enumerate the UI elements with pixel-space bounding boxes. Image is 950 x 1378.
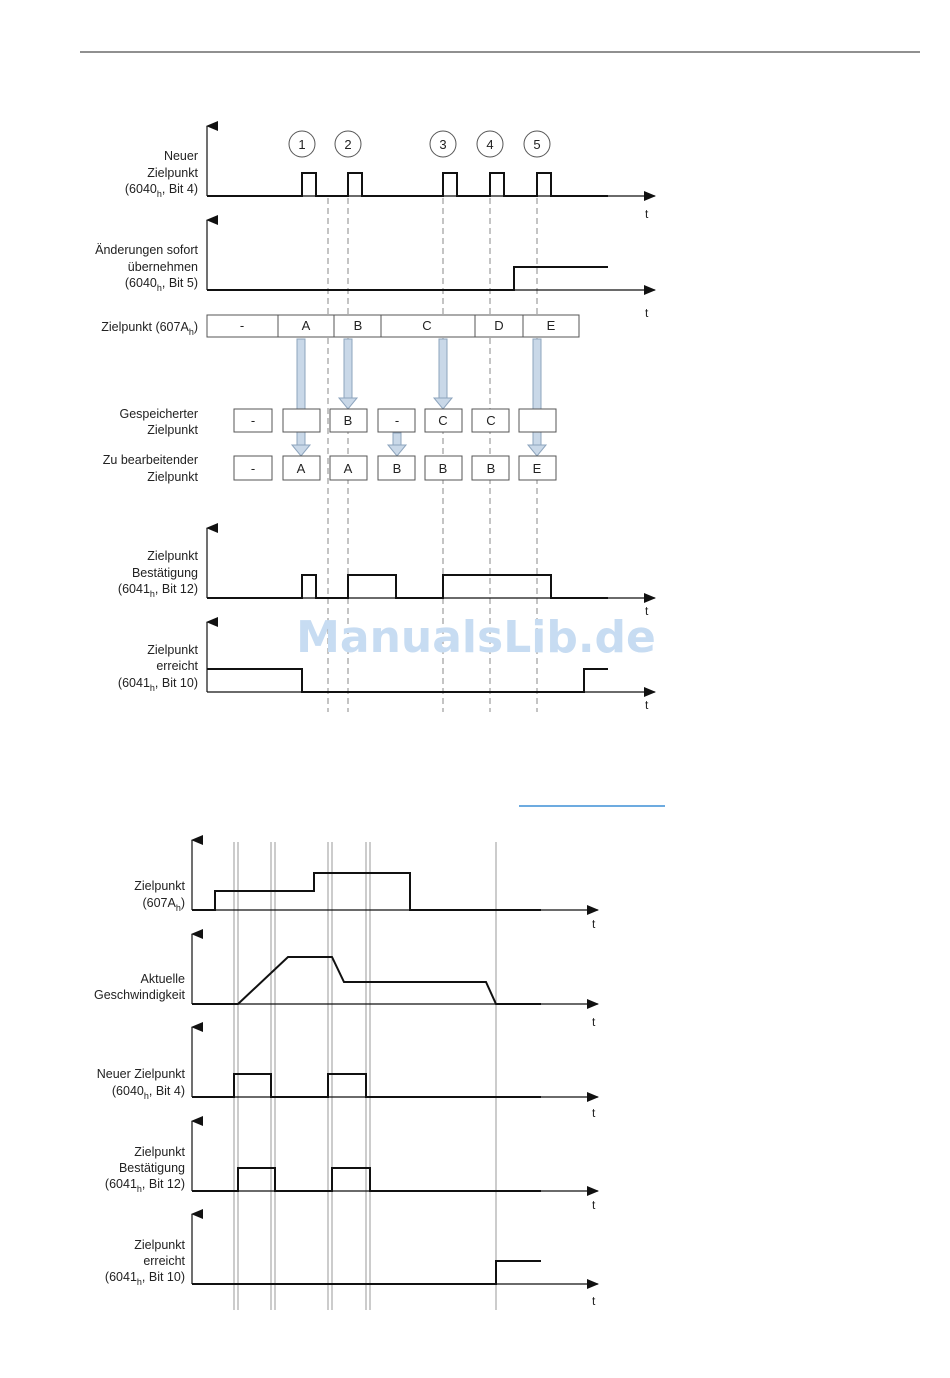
svg-text:t: t [645,604,649,618]
svg-text:Aktuelle: Aktuelle [141,972,186,986]
signal-zielpunkt-erreicht: Zielpunkt erreicht (6041h, Bit 10) t [118,617,656,712]
signal-neuer-zielpunkt-2: Neuer Zielpunkt (6040h, Bit 4) t [97,1022,599,1120]
bearbeiten-cell: B [487,461,496,476]
svg-text:(6041h, Bit 12): (6041h, Bit 12) [105,1177,185,1194]
svg-text:2: 2 [344,137,351,152]
event-marker-1: 1 [288,130,316,158]
event-markers: 1 2 3 4 5 [288,130,551,158]
signal-neuer-zielpunkt: Neuer Zielpunkt (6040h, Bit 4) t [125,121,656,221]
gespeicherter-zielpunkt: Gespeicherter Zielpunkt - B - C C [119,407,557,437]
event-marker-4: 4 [476,130,504,158]
svg-text:(6040h, Bit 4): (6040h, Bit 4) [112,1084,185,1101]
zielpunkt-cell: A [302,318,311,333]
svg-text:1: 1 [298,137,305,152]
bearbeiten-cell: A [297,461,306,476]
gespeichert-cell: C [438,413,447,428]
svg-text:Gespeicherter: Gespeicherter [119,407,198,421]
svg-text:Bestätigung: Bestätigung [132,566,198,580]
guide-lines-1 [327,198,538,712]
svg-text:t: t [592,917,596,931]
guide-lines-2 [233,842,497,1310]
transfer-arrow-e [526,338,548,457]
svg-text:Zu bearbeitender: Zu bearbeitender [103,453,198,467]
svg-text:(6041h, Bit 10): (6041h, Bit 10) [105,1270,185,1287]
gespeichert-cell: - [251,413,255,428]
zielpunkt-cell: D [494,318,503,333]
signal-aenderungen-sofort: Änderungen sofort übernehmen (6040h, Bit… [95,215,656,320]
svg-text:Zielpunkt: Zielpunkt [147,166,198,180]
svg-text:(6041h, Bit 12): (6041h, Bit 12) [118,582,198,599]
gespeichert-cell: B [344,413,353,428]
svg-text:Zielpunkt: Zielpunkt [134,879,185,893]
signal-zielpunkt-607a: Zielpunkt (607Ah) t [134,835,599,931]
diagram-2: Zielpunkt (607Ah) t Aktuelle Geschwindig… [94,835,599,1310]
svg-text:Zielpunkt: Zielpunkt [147,549,198,563]
svg-text:Zielpunkt: Zielpunkt [134,1238,185,1252]
zielpunkt-cell: - [240,318,244,333]
diagram-1: 1 2 3 4 5 Neuer Zielpunkt (6040h, Bit 4)… [95,121,656,712]
zielpunkt-cell: B [354,318,363,333]
signal-zielpunkt-erreicht-2: Zielpunkt erreicht (6041h, Bit 10) t [105,1209,599,1308]
transfer-arrow-b [337,338,359,410]
svg-text:erreicht: erreicht [143,1254,185,1268]
svg-text:t: t [592,1294,596,1308]
watermark-text: ManualsLib.de [296,612,656,663]
zielpunkt-row: Zielpunkt (607Ah) - A B C D E [101,314,580,338]
svg-text:Änderungen sofort: Änderungen sofort [95,243,198,257]
svg-text:Zielpunkt: Zielpunkt [147,470,198,484]
svg-text:t: t [645,698,649,712]
svg-text:t: t [645,207,649,221]
svg-text:t: t [592,1015,596,1029]
svg-text:erreicht: erreicht [156,659,198,673]
event-marker-5: 5 [523,130,551,158]
svg-text:Zielpunkt: Zielpunkt [134,1145,185,1159]
signal-zielpunkt-bestaetigung-2: Zielpunkt Bestätigung (6041h, Bit 12) t [105,1116,599,1212]
event-marker-3: 3 [429,130,457,158]
bearbeiten-cell: A [344,461,353,476]
svg-text:t: t [592,1106,596,1120]
svg-text:t: t [645,306,649,320]
event-marker-2: 2 [334,130,362,158]
gespeichert-cell: C [486,413,495,428]
bearbeiten-cell: E [533,461,542,476]
svg-text:t: t [592,1198,596,1212]
svg-text:(607Ah): (607Ah) [142,896,185,913]
transfer-arrow-c [432,338,454,410]
transfer-arrow-a [290,338,312,457]
svg-text:(6040h, Bit 4): (6040h, Bit 4) [125,182,198,199]
bearbeiten-cell: B [393,461,402,476]
bearbeiten-cell: B [439,461,448,476]
svg-text:(6040h, Bit 5): (6040h, Bit 5) [125,276,198,293]
transfer-arrows [290,338,548,457]
svg-text:Geschwindigkeit: Geschwindigkeit [94,988,186,1002]
svg-text:Zielpunkt (607Ah): Zielpunkt (607Ah) [101,320,198,337]
zielpunkt-cell: E [547,318,556,333]
zu-bearbeitender-zielpunkt: Zu bearbeitender Zielpunkt - A A B B B E [103,453,557,484]
svg-text:4: 4 [486,137,493,152]
svg-text:3: 3 [439,137,446,152]
gespeichert-cell: - [395,413,399,428]
signal-aktuelle-geschwindigkeit: Aktuelle Geschwindigkeit t [94,929,599,1029]
svg-text:übernehmen: übernehmen [128,260,198,274]
svg-text:Neuer Zielpunkt: Neuer Zielpunkt [97,1067,186,1081]
svg-text:Zielpunkt: Zielpunkt [147,423,198,437]
svg-text:5: 5 [533,137,540,152]
signal-zielpunkt-bestaetigung: Zielpunkt Bestätigung (6041h, Bit 12) t [118,523,656,618]
svg-text:(6041h, Bit 10): (6041h, Bit 10) [118,676,198,693]
zielpunkt-cell: C [422,318,431,333]
svg-text:Bestätigung: Bestätigung [119,1161,185,1175]
transfer-arrow-b-small [386,432,408,457]
svg-text:Zielpunkt: Zielpunkt [147,643,198,657]
bearbeiten-cell: - [251,461,255,476]
svg-text:Neuer: Neuer [164,149,198,163]
